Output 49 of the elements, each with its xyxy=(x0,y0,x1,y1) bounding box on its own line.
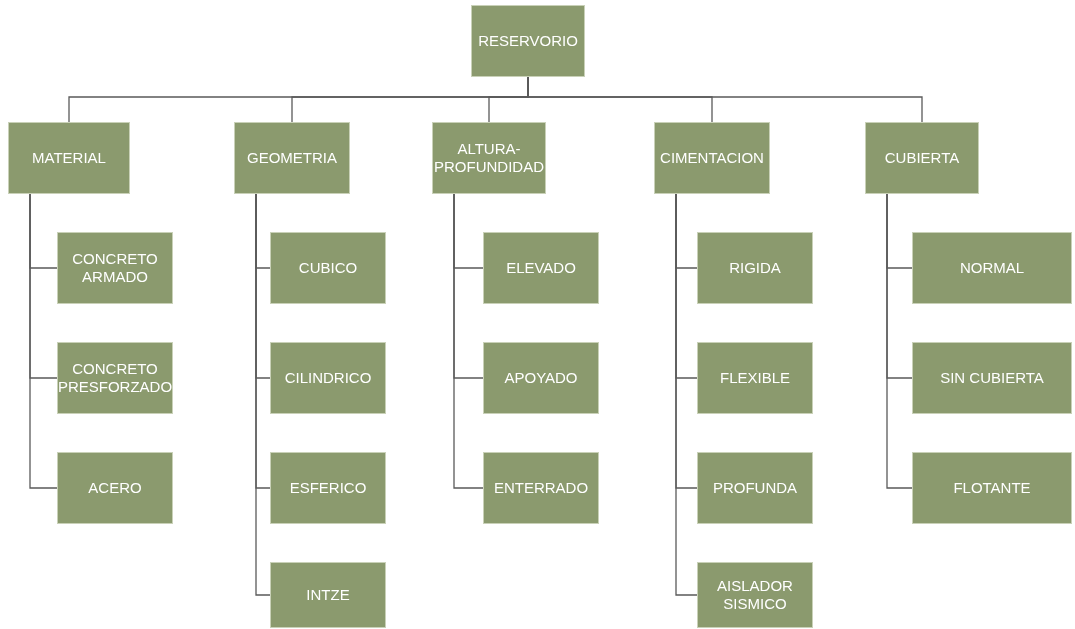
box-label: ACERO xyxy=(87,479,143,497)
category-box xyxy=(912,452,1072,524)
category-box xyxy=(697,232,813,304)
category-box xyxy=(865,122,979,194)
box-label: MATERIAL xyxy=(31,149,107,167)
box-label: FLEXIBLE xyxy=(718,369,791,387)
box-label: ELEVADO xyxy=(505,259,577,277)
category-box xyxy=(471,5,585,77)
box-label: RESERVORIO xyxy=(477,32,579,50)
box-label: NORMAL xyxy=(958,259,1026,277)
category-box xyxy=(912,232,1072,304)
box-label: CUBIERTA xyxy=(883,149,961,167)
category-box xyxy=(270,342,386,414)
box-label: RIGIDA xyxy=(728,259,782,277)
box-label: ALTURA-PROFUNDIDAD xyxy=(433,140,545,176)
box-label: ENTERRADO xyxy=(492,479,590,497)
connector-line xyxy=(453,193,484,489)
box-label: APOYADO xyxy=(503,369,579,387)
category-box xyxy=(697,562,813,628)
box-label: CUBICO xyxy=(297,259,359,277)
connector-line xyxy=(886,193,913,489)
category-box xyxy=(270,562,386,628)
category-box xyxy=(912,342,1072,414)
box-label: INTZE xyxy=(305,586,351,604)
box-label: FLOTANTE xyxy=(952,479,1032,497)
category-box xyxy=(57,342,173,414)
category-box xyxy=(483,232,599,304)
category-box xyxy=(270,452,386,524)
box-label: GEOMETRIA xyxy=(246,149,338,167)
box-label: SIN CUBIERTA xyxy=(939,369,1045,387)
box-label: AISLADOR SISMICO xyxy=(716,577,794,613)
category-box xyxy=(57,452,173,524)
category-box xyxy=(57,232,173,304)
category-box xyxy=(654,122,770,194)
box-label: CIMENTACION xyxy=(659,149,765,167)
box-label: PROFUNDA xyxy=(711,479,799,497)
box-label: CONCRETO PRESFORZADO xyxy=(56,360,174,396)
category-box xyxy=(483,452,599,524)
category-box xyxy=(432,122,546,194)
category-box xyxy=(697,342,813,414)
box-label: ESFERICO xyxy=(288,479,368,497)
connector-line xyxy=(29,193,58,489)
box-label: CONCRETO ARMADO xyxy=(71,250,159,286)
category-box xyxy=(270,232,386,304)
category-box xyxy=(8,122,130,194)
box-label: CILINDRICO xyxy=(283,369,373,387)
category-box xyxy=(234,122,350,194)
category-box xyxy=(483,342,599,414)
category-box xyxy=(697,452,813,524)
